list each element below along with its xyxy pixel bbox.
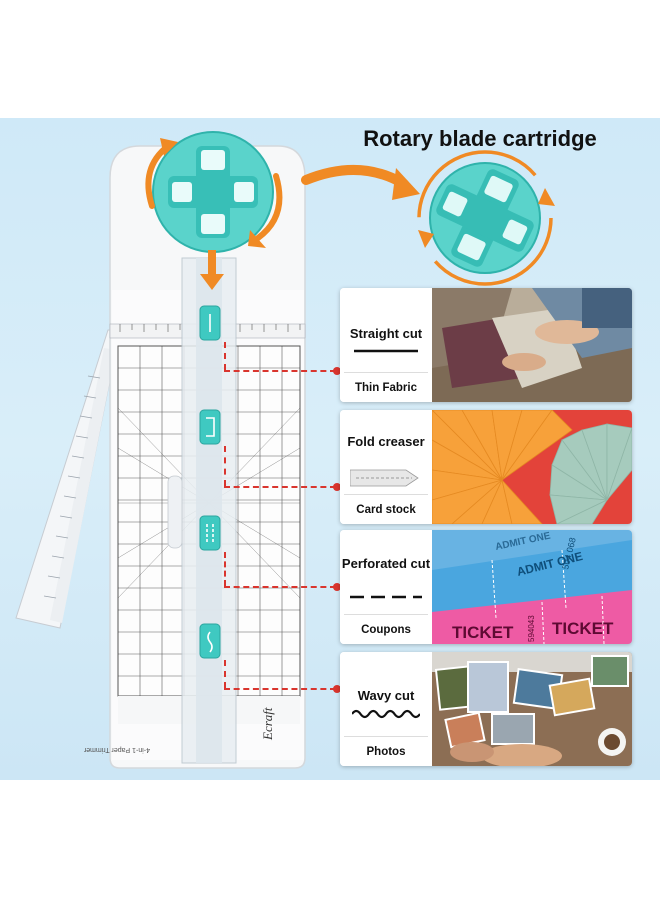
photos-on-table-photo [432, 652, 632, 766]
rotary-blade-cartridge-zoom [417, 150, 555, 286]
straight-line-icon [354, 349, 418, 353]
trimmer-base: Ecraft 4-in-1 Paper Trimmer [83, 145, 306, 769]
connector [224, 586, 336, 588]
card-label-panel: Straight cut Thin Fabric [340, 288, 432, 402]
slide-down-arrow-icon [200, 250, 224, 290]
card-label-panel: Fold creaser Card stock [340, 410, 432, 524]
card-label-panel: Perforated cut Coupons [340, 530, 432, 644]
divider [344, 494, 428, 495]
swing-arm-ruler [15, 329, 121, 629]
connector-dot [333, 367, 341, 375]
connector [224, 660, 226, 688]
paper-fan-photo [432, 410, 632, 524]
divider [344, 372, 428, 373]
ticket-text: TICKET [452, 623, 514, 642]
card-subtitle: Coupons [361, 624, 411, 636]
card-title: Fold creaser [347, 434, 425, 449]
card-title: Straight cut [349, 326, 423, 341]
card-subtitle: Photos [366, 746, 406, 758]
connector [224, 688, 336, 690]
brand-logo: Ecraft [260, 707, 275, 741]
product-label: 4-in-1 Paper Trimmer [83, 746, 150, 753]
card-subtitle: Card stock [356, 504, 416, 516]
card-label-panel: Wavy cut Photos [340, 652, 432, 766]
card-subtitle: Thin Fabric [355, 382, 417, 394]
card-title: Perforated cut [341, 556, 431, 571]
fold-crease-icon [350, 469, 419, 487]
connector [224, 486, 336, 488]
product-scene: Ecraft 4-in-1 Paper Trimmer [0, 118, 660, 780]
feature-card-wavy-cut: Wavy cut Photos [340, 652, 632, 766]
connector [224, 370, 336, 372]
headline-rotary-blade-cartridge: Rotary blade cartridge [363, 126, 597, 151]
paper-trimmer-illustration: Ecraft 4-in-1 Paper Trimmer [15, 131, 555, 769]
connector [224, 552, 226, 586]
dashed-line-icon [350, 595, 422, 599]
connector-dot [333, 583, 341, 591]
wavy-line-icon [352, 709, 420, 719]
ticket-serial: 594043 [527, 615, 536, 642]
connector [224, 446, 226, 486]
divider [344, 614, 428, 615]
divider [344, 736, 428, 737]
fabric-cutting-photo [432, 288, 632, 402]
feature-card-straight-cut: Straight cut Thin Fabric [340, 288, 632, 402]
coupon-tickets-photo: ADMIT ONE ADMIT ONE 504 068 TICKET TICKE… [432, 530, 632, 644]
rotary-cartridge-on-trimmer [152, 131, 274, 253]
feature-card-perforated-cut: Perforated cut Coupons ADMIT ONE ADMIT O… [340, 530, 632, 644]
card-title: Wavy cut [357, 688, 415, 703]
connector [224, 342, 226, 370]
feature-card-fold-creaser: Fold creaser Card stock [340, 410, 632, 524]
zoom-arrow-icon [301, 164, 409, 189]
connector-dot [333, 483, 341, 491]
connector-dot [333, 685, 341, 693]
ticket-text: TICKET [552, 619, 614, 638]
